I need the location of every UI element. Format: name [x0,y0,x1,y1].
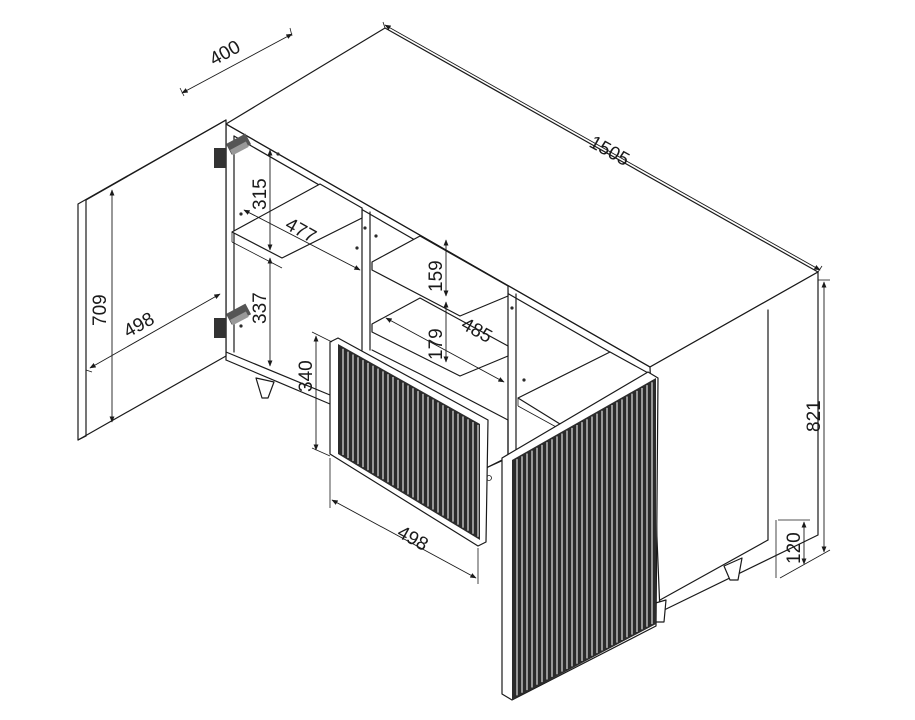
drawer-front [329,337,489,547]
hinge-upper-icon [214,133,252,168]
dim-left-door-height-label: 709 [90,294,111,326]
dim-drawer-height-label: 340 [296,360,317,392]
dim-depth-label: 400 [206,37,244,71]
leg-rear-left [255,377,275,399]
dimension-lines [85,21,831,584]
left-door [77,119,252,441]
dim-middle-upper-label: 159 [426,260,447,292]
dim-leg-height-label: 120 [784,532,805,564]
dim-upper-compartment-label: 315 [250,178,271,210]
right-door-slats [516,382,653,696]
dim-height-label: 821 [804,400,825,432]
dim-lower-compartment-label: 337 [250,292,271,324]
dim-middle-lower-label: 179 [426,328,447,360]
leg-rear-right [723,557,743,581]
right-door [501,371,659,701]
drawer-front-slats [342,348,479,537]
